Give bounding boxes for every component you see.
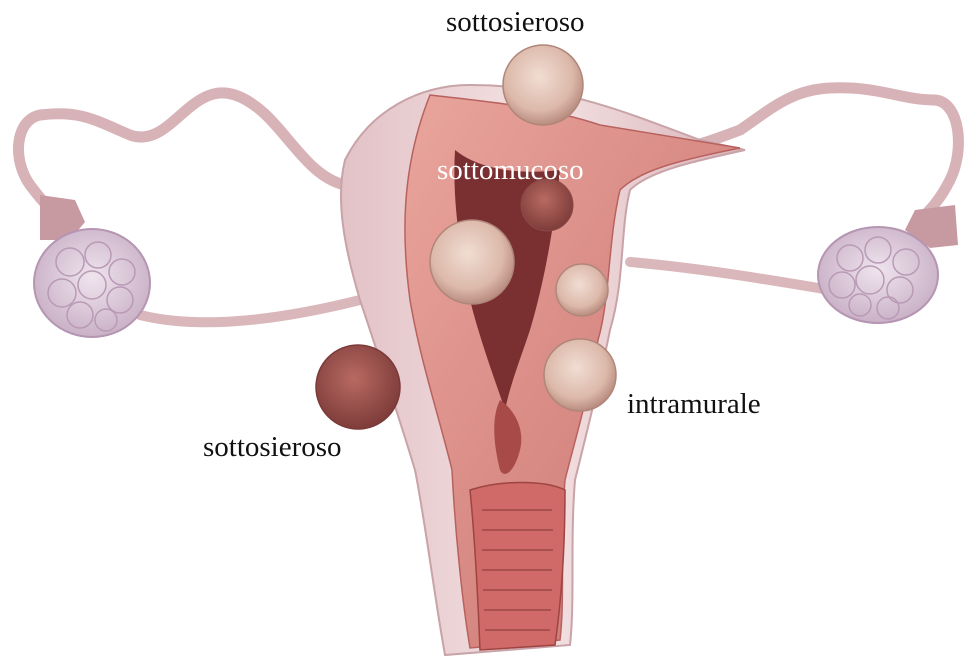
intramural-fibroid-upper <box>556 264 608 316</box>
label-subserosal-top: sottosieroso <box>446 8 585 37</box>
intramural-fibroid-lower <box>544 339 616 411</box>
intracavitary-fibroid <box>430 220 514 304</box>
right-ovarian-ligament <box>630 262 830 290</box>
left-ovarian-ligament <box>140 300 360 322</box>
subserosal-fibroid-left <box>316 345 400 429</box>
submucosal-fibroid <box>521 179 573 231</box>
subserosal-fibroid-top <box>503 45 583 125</box>
label-submucosal: sottomucoso <box>437 156 584 185</box>
right-ovary <box>818 227 938 323</box>
label-subserosal-left: sottosieroso <box>203 433 342 462</box>
label-intramural: intramurale <box>627 390 761 419</box>
vaginal-canal <box>470 483 565 651</box>
